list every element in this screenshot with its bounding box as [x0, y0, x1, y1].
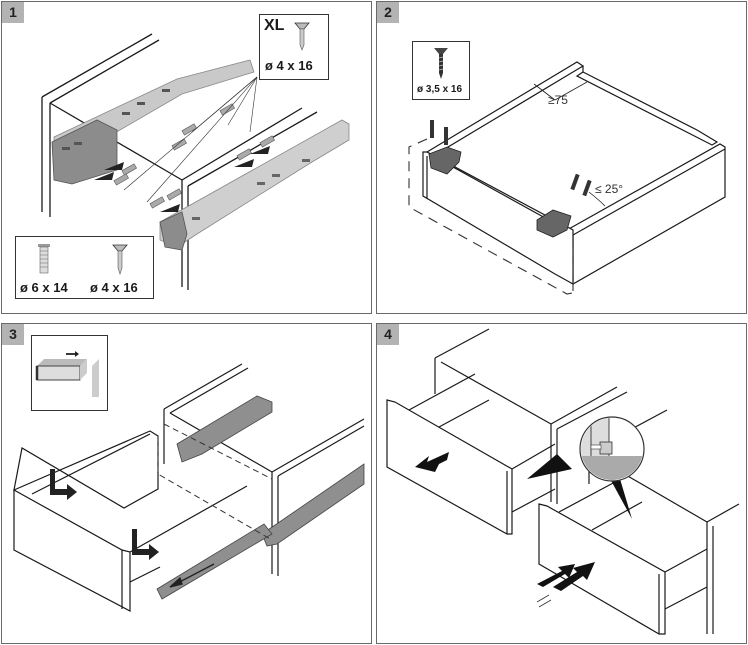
front-fixing-brackets: [428, 146, 572, 238]
cabinet-runners: [156, 395, 365, 600]
screw-size: ø 3,5 x 16: [417, 84, 463, 95]
step-4-panel: 4: [376, 323, 747, 644]
callout-leader-lines: [123, 76, 258, 203]
step-1-panel: 1 XL ø 4 x 16 ø 6 x 14 ø 4 x 16: [1, 1, 372, 314]
drawer-box: [422, 61, 726, 286]
drawer-slide-in-icon: [35, 351, 99, 397]
euro-screw-size: ø 6 x 14: [20, 280, 68, 295]
chipboard-screw-size: ø 4 x 16: [90, 280, 138, 295]
min-distance-label: ≥75: [548, 93, 568, 107]
screw-legend: ø 6 x 14 ø 4 x 16: [15, 236, 154, 299]
bracket-screws: [430, 120, 592, 197]
countersunk-screw-icon: [294, 22, 310, 51]
push-arrows: [50, 469, 159, 560]
step-1-illustration: [41, 33, 350, 290]
drawer: [13, 430, 248, 612]
euro-screw-icon: [38, 244, 50, 274]
xl-screw-callout: XL ø 4 x 16: [259, 14, 329, 80]
direction-arrows: [94, 146, 270, 212]
lower-drawer: [538, 481, 708, 635]
step-4-illustration: [386, 328, 740, 635]
screw-callout: ø 3,5 x 16: [412, 41, 470, 100]
step-number-badge: 1: [2, 2, 24, 23]
pull-out-arrow: [169, 563, 215, 588]
magnified-detail: [527, 416, 645, 519]
upper-drawer: [386, 373, 556, 535]
step-number-badge: 2: [377, 2, 399, 23]
step-2-illustration: [408, 61, 726, 295]
right-drawer-runner: [159, 119, 350, 251]
dimension-lines: [533, 81, 606, 207]
chipboard-screw-icon: [112, 244, 128, 275]
drawer-front-outline-dashed: [408, 138, 578, 295]
step-2-panel: 2 ø 3,5 x 16 ≥75 ≤ 25°: [376, 1, 747, 314]
step-number-badge: 3: [2, 324, 24, 345]
chipboard-screw-icon: [434, 48, 448, 79]
step-3-panel: 3: [1, 323, 372, 644]
step-number-badge: 4: [377, 324, 399, 345]
push-in-arrow: [536, 562, 595, 608]
xl-screw-size: ø 4 x 16: [265, 58, 313, 73]
cabinet-outline: [163, 363, 365, 576]
hidden-lines: [157, 423, 273, 541]
xl-label: XL: [264, 17, 285, 34]
inset-detail: [31, 335, 108, 411]
step-3-illustration: [13, 363, 365, 612]
pull-out-arrow: [415, 452, 449, 472]
max-angle-label: ≤ 25°: [595, 182, 624, 196]
